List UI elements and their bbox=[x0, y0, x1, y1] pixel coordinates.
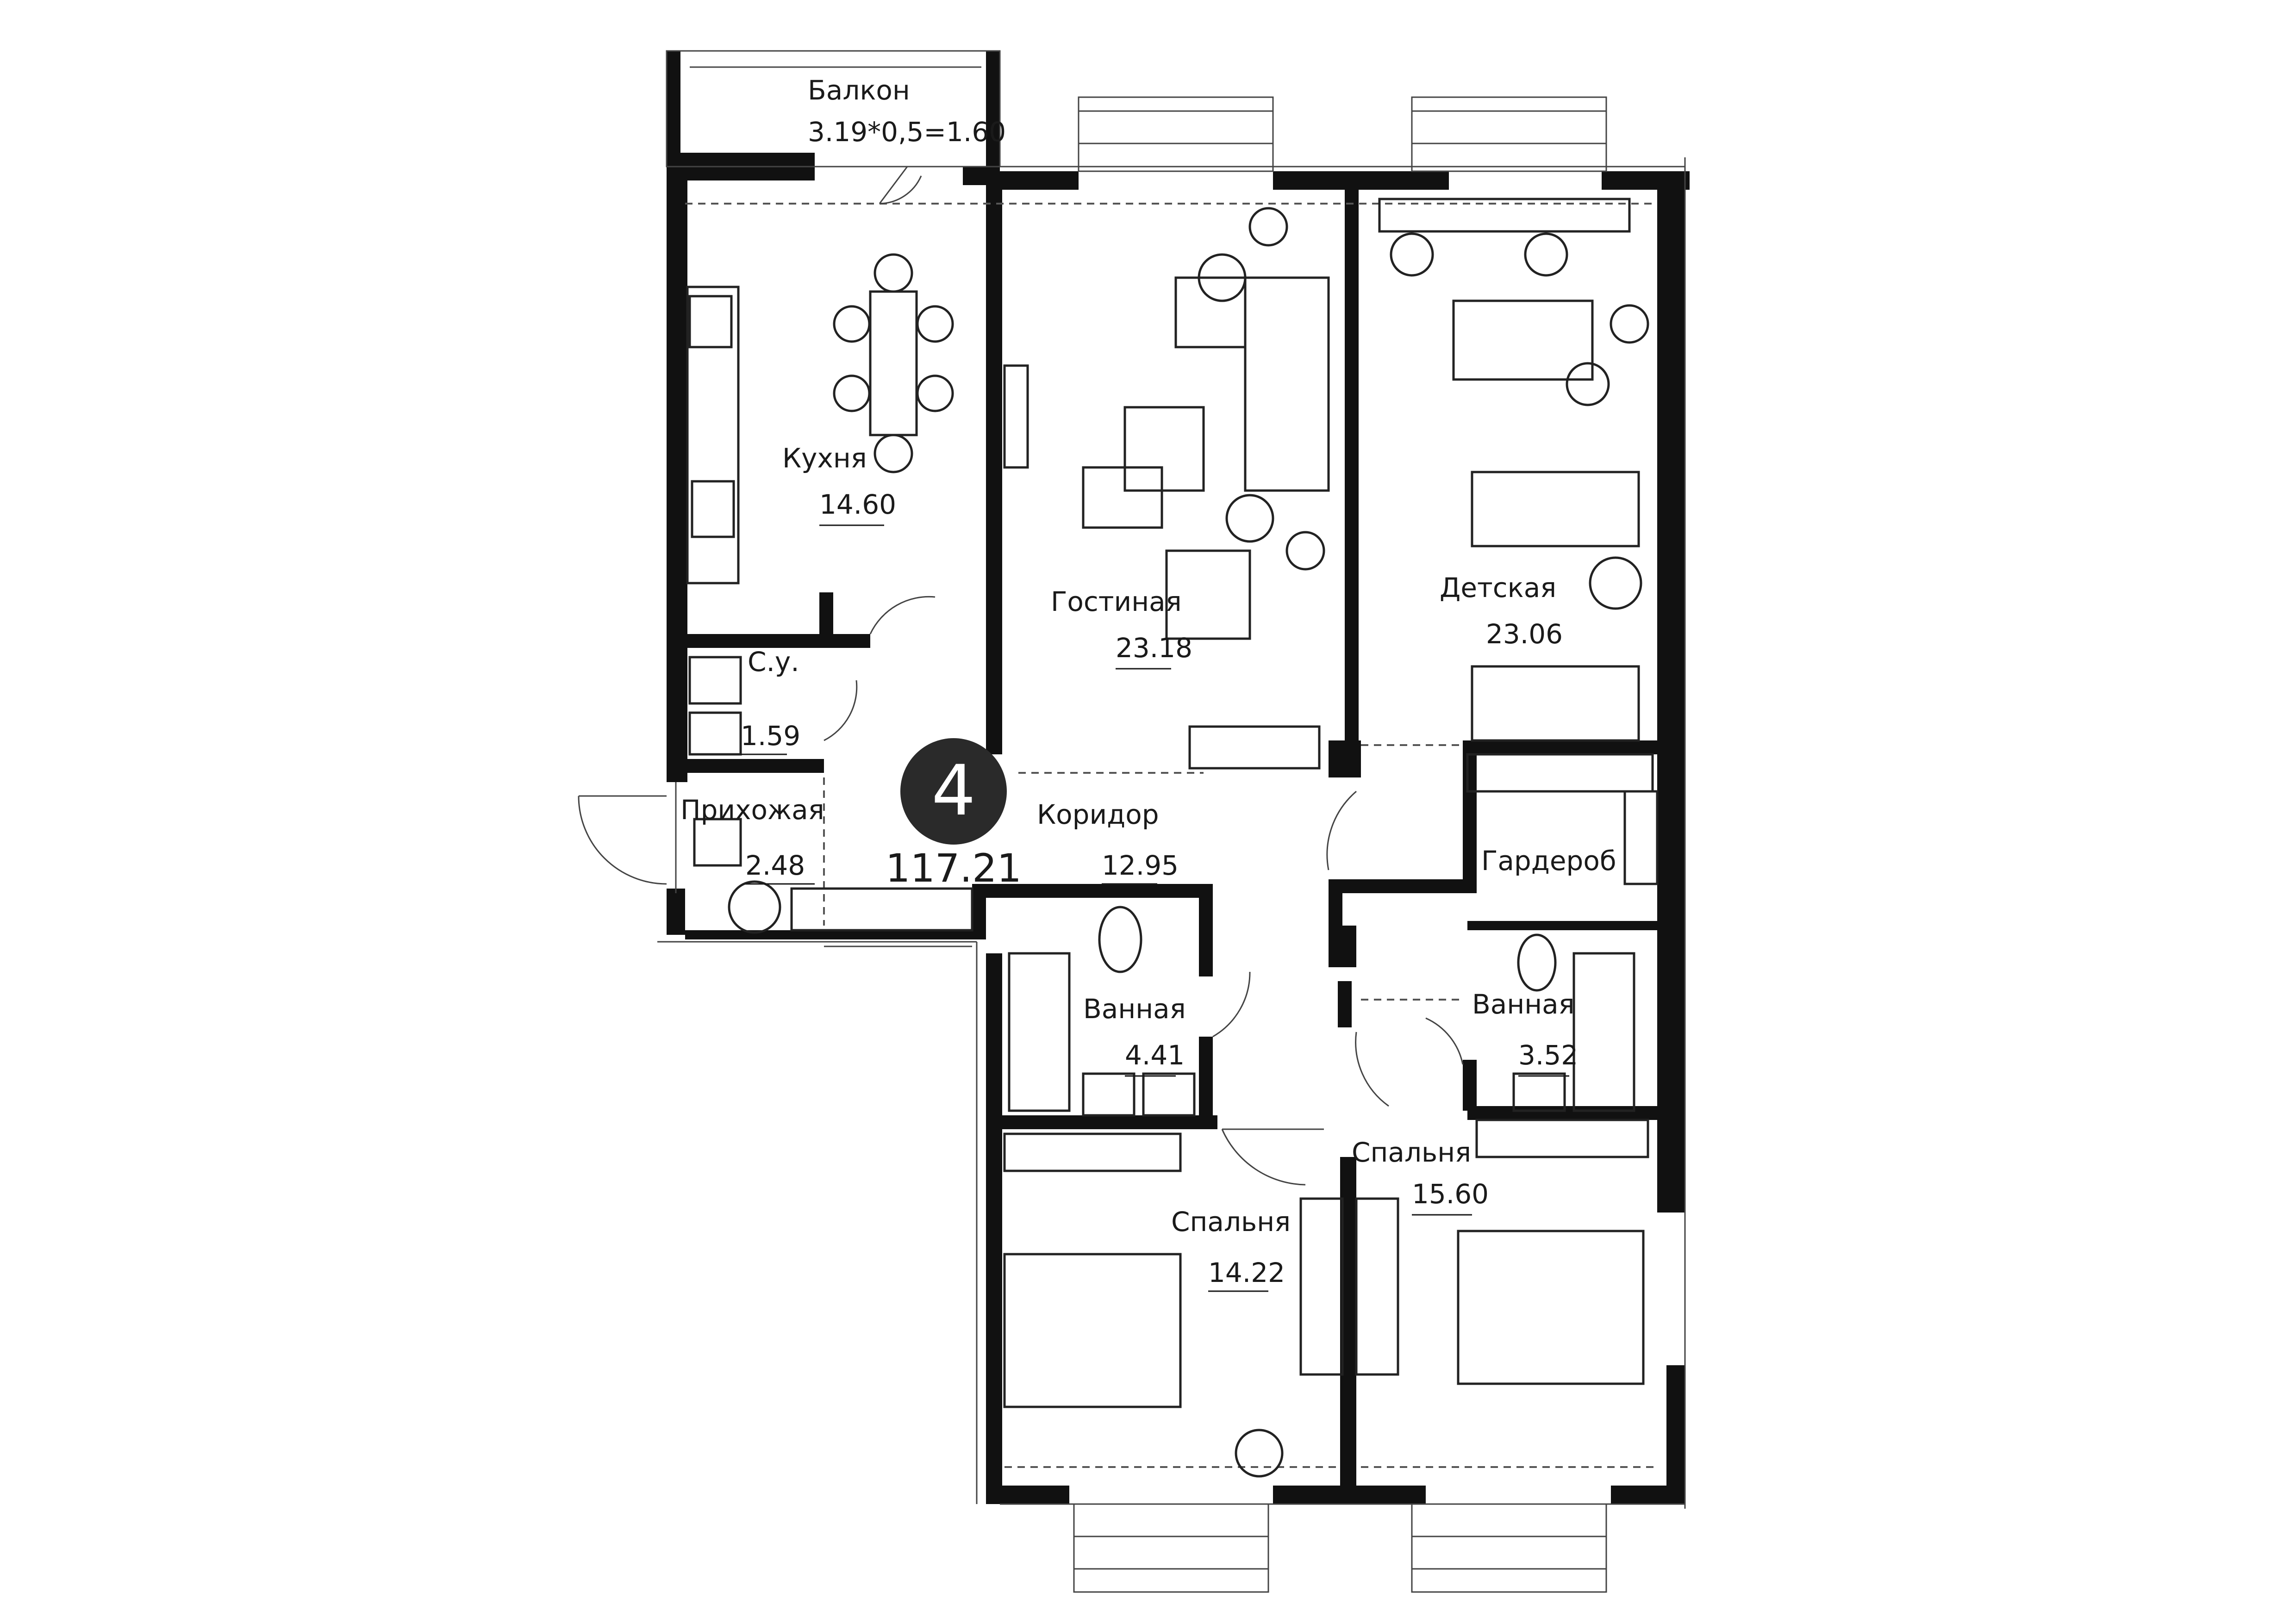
kids-bed-1 bbox=[1471, 471, 1640, 547]
zone-lines bbox=[685, 203, 1657, 1468]
living-armchair-2 bbox=[1165, 549, 1251, 640]
room-area-bath2: 3.52 bbox=[1518, 1039, 1578, 1071]
room-count-circle bbox=[900, 738, 1007, 845]
room-name-balcony: Балкон bbox=[808, 75, 910, 106]
room-area-wc: 1.59 bbox=[741, 720, 800, 752]
kids-bed-2 bbox=[1471, 665, 1640, 742]
room-area-kids: 23.06 bbox=[1486, 618, 1563, 650]
wardrobe-rail bbox=[1466, 753, 1654, 793]
wc-toilet bbox=[688, 656, 742, 705]
room-name-bath1: Ванная bbox=[1083, 993, 1186, 1025]
bathtub-2 bbox=[1572, 952, 1635, 1112]
room-area-hall: 2.48 bbox=[745, 850, 805, 881]
room-area-bedroom2: 15.60 bbox=[1412, 1178, 1489, 1210]
room-name-wardrobe: Гардероб bbox=[1481, 845, 1616, 877]
room-area-corridor: 12.95 bbox=[1102, 850, 1179, 881]
toilet-1 bbox=[1098, 906, 1142, 973]
washbasin-1 bbox=[1082, 1072, 1136, 1117]
doors bbox=[578, 166, 1464, 1186]
apartment-badge: 4 117.21 bbox=[886, 738, 1022, 891]
windows bbox=[690, 66, 1607, 1593]
room-name-bath2: Ванная bbox=[1472, 989, 1575, 1020]
stove bbox=[688, 295, 733, 348]
bedroom-2-wardrobe bbox=[1475, 1119, 1649, 1158]
kitchen-counter bbox=[686, 286, 740, 585]
room-area-living: 23.18 bbox=[1116, 632, 1192, 664]
room-name-living: Гостиная bbox=[1051, 586, 1182, 617]
bedroom-2-bed bbox=[1457, 1230, 1645, 1385]
bathtub-1 bbox=[1008, 952, 1071, 1112]
room-name-kids: Детская bbox=[1440, 572, 1556, 603]
room-labels: Балкон 3.19*0,5=1.60 Кухня 14.60 Гостина… bbox=[680, 75, 1616, 1292]
room-name-bedroom2: Спальня bbox=[1352, 1137, 1471, 1168]
room-name-corridor: Коридор bbox=[1037, 799, 1159, 830]
room-name-hall: Прихожая bbox=[680, 794, 824, 826]
toilet-2 bbox=[1517, 933, 1557, 992]
walls bbox=[667, 51, 1690, 1504]
washbasin-2 bbox=[1512, 1072, 1566, 1112]
sink bbox=[691, 480, 735, 538]
living-sofa bbox=[1244, 276, 1330, 492]
kids-desk bbox=[1378, 198, 1631, 233]
living-cabinet bbox=[1188, 725, 1321, 770]
furniture bbox=[686, 198, 1659, 1478]
total-area: 117.21 bbox=[886, 846, 1022, 891]
bedroom-1-wardrobe bbox=[1003, 1132, 1182, 1172]
bedroom-1-bed bbox=[1003, 1253, 1182, 1408]
living-armchair-1 bbox=[1174, 276, 1247, 348]
room-area-bedroom1: 14.22 bbox=[1208, 1257, 1285, 1288]
wc-basin bbox=[688, 711, 742, 756]
room-count: 4 bbox=[931, 751, 975, 831]
dining-table bbox=[869, 290, 918, 436]
room-name-bedroom1: Спальня bbox=[1171, 1206, 1291, 1237]
room-area-kitchen: 14.60 bbox=[819, 489, 896, 520]
kids-sofa bbox=[1452, 299, 1594, 381]
room-name-wc: С.у. bbox=[748, 646, 799, 678]
room-name-kitchen: Кухня bbox=[782, 442, 867, 474]
tv-stand bbox=[1003, 364, 1029, 469]
corridor-closet bbox=[790, 887, 973, 932]
room-area-bath1: 4.41 bbox=[1125, 1039, 1185, 1071]
room-area-balcony: 3.19*0,5=1.60 bbox=[808, 116, 1006, 148]
